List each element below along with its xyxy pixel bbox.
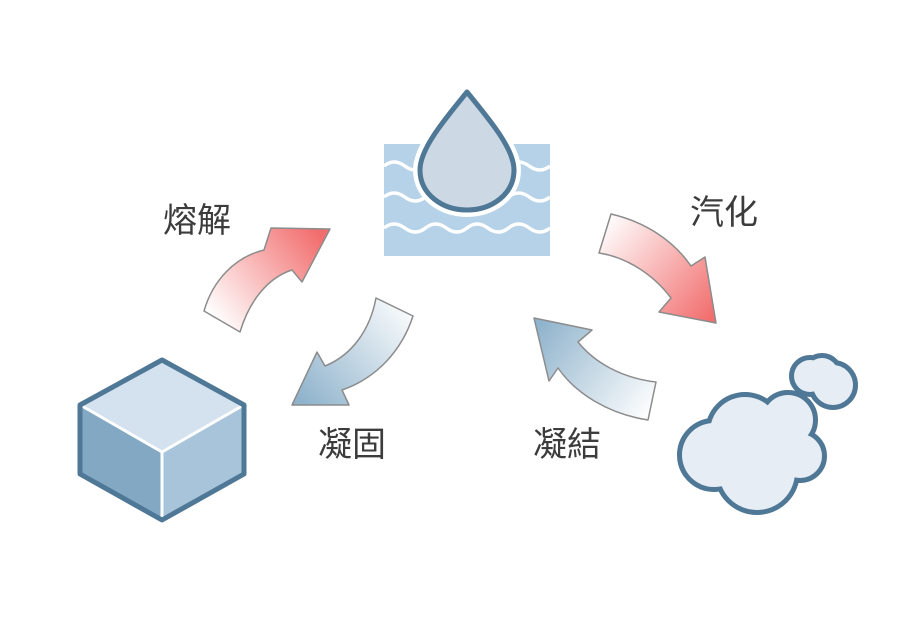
ice-cube-icon xyxy=(77,357,247,523)
condensation-arrow xyxy=(533,317,657,421)
vaporization-arrow xyxy=(598,213,717,324)
freezing-label: 凝固 xyxy=(318,425,386,465)
melting-label: 熔解 xyxy=(163,201,231,241)
cloud-icon xyxy=(677,353,858,515)
melting-arrow xyxy=(203,227,331,333)
water-drop-icon xyxy=(382,85,552,256)
vaporization-label: 汽化 xyxy=(690,193,758,233)
freezing-arrow xyxy=(291,297,414,406)
condensation-label: 凝結 xyxy=(533,425,601,465)
